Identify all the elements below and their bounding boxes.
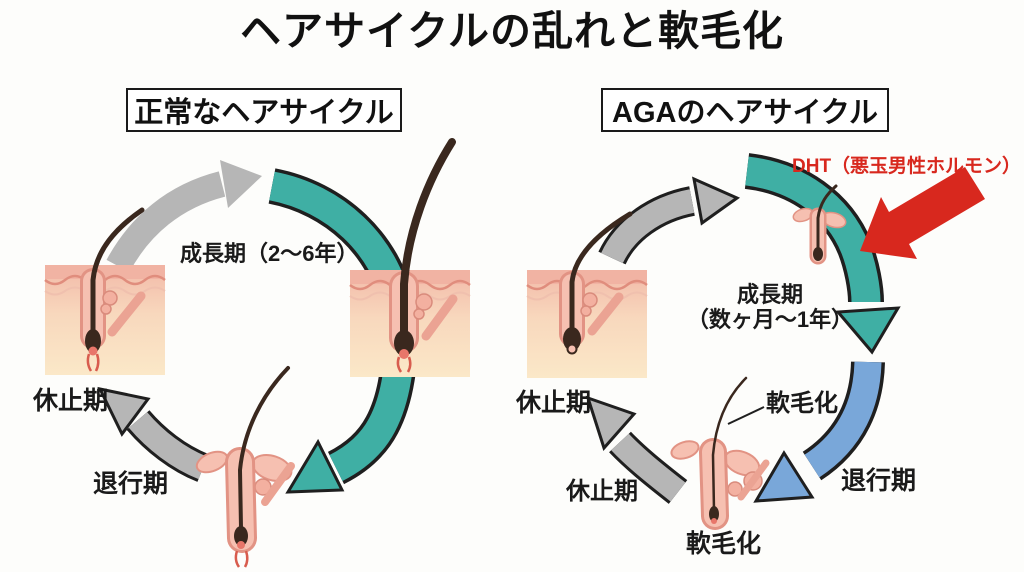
label-growth-normal: 成長期（2～6年） — [180, 241, 359, 266]
heading-normal-cycle: 正常なヘアサイクル — [126, 88, 402, 132]
page-title: ヘアサイクルの乱れと軟毛化 — [240, 8, 784, 54]
thinning-callout-line — [727, 406, 765, 425]
label-rest-normal: 休止期 — [33, 387, 109, 415]
heading-aga-cycle-text: AGAのヘアサイクル — [612, 97, 878, 129]
gray-arrow-normal-top-icon — [106, 160, 262, 273]
skin-block-normal-growth-icon — [349, 138, 471, 377]
label-regression-aga: 退行期 — [841, 467, 917, 495]
heading-aga-cycle: AGAのヘアサイクル — [601, 88, 889, 132]
follicle-normal-regression-icon — [195, 366, 295, 568]
gray-arrow-aga-top-icon — [598, 176, 741, 265]
label-rest-aga-upper: 休止期 — [516, 389, 592, 417]
gray-arrow-aga-bottom-icon — [585, 395, 688, 504]
label-thinning-bottom: 軟毛化 — [686, 530, 762, 558]
label-growth-aga-line2: （数ヶ月～1年） — [686, 307, 854, 333]
label-thinning-callout: 軟毛化 — [766, 390, 838, 417]
heading-normal-cycle-text: 正常なヘアサイクル — [134, 97, 394, 129]
gray-arrow-normal-bottom-icon — [97, 386, 209, 482]
dht-arrow-icon — [860, 167, 985, 259]
skin-block-aga-rest-icon — [526, 211, 648, 378]
label-dht: DHT（悪玉男性ホルモン） — [792, 156, 1022, 177]
blue-arrow-regression-icon — [753, 361, 885, 503]
aga-cycle-illustration — [526, 153, 985, 530]
label-rest-aga-lower: 休止期 — [566, 478, 638, 505]
label-growth-aga: 成長期 （数ヶ月～1年） — [672, 282, 868, 333]
teal-arrow-aga-icon — [744, 153, 901, 355]
skin-block-normal-rest-icon — [44, 207, 166, 375]
follicle-aga-thinning-icon — [670, 376, 770, 530]
label-growth-aga-line1: 成長期 — [736, 282, 803, 307]
normal-cycle-illustration — [44, 138, 471, 568]
label-regression-normal: 退行期 — [93, 470, 169, 498]
follicle-aga-small-icon — [792, 184, 847, 265]
